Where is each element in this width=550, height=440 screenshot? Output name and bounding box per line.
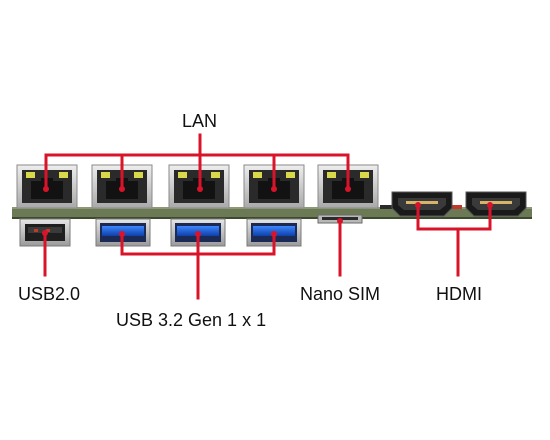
hdmi-port [391, 191, 453, 217]
leader-markers [42, 186, 493, 237]
lan-leader [44, 133, 350, 190]
usb2-label: USB2.0 [18, 284, 81, 304]
leader-lines [43, 133, 492, 300]
lan-ports [16, 164, 379, 209]
usb3-leader [120, 232, 276, 300]
hdmi-label: HDMI [436, 284, 482, 304]
hdmi-port [465, 191, 527, 217]
hdmi-leader [416, 203, 492, 277]
nano-sim-label: Nano SIM [300, 284, 381, 304]
usb3-label: USB 3.2 Gen 1 x 1 [116, 310, 267, 330]
hdmi-ports [391, 191, 527, 217]
lan-label: LAN [182, 111, 218, 131]
